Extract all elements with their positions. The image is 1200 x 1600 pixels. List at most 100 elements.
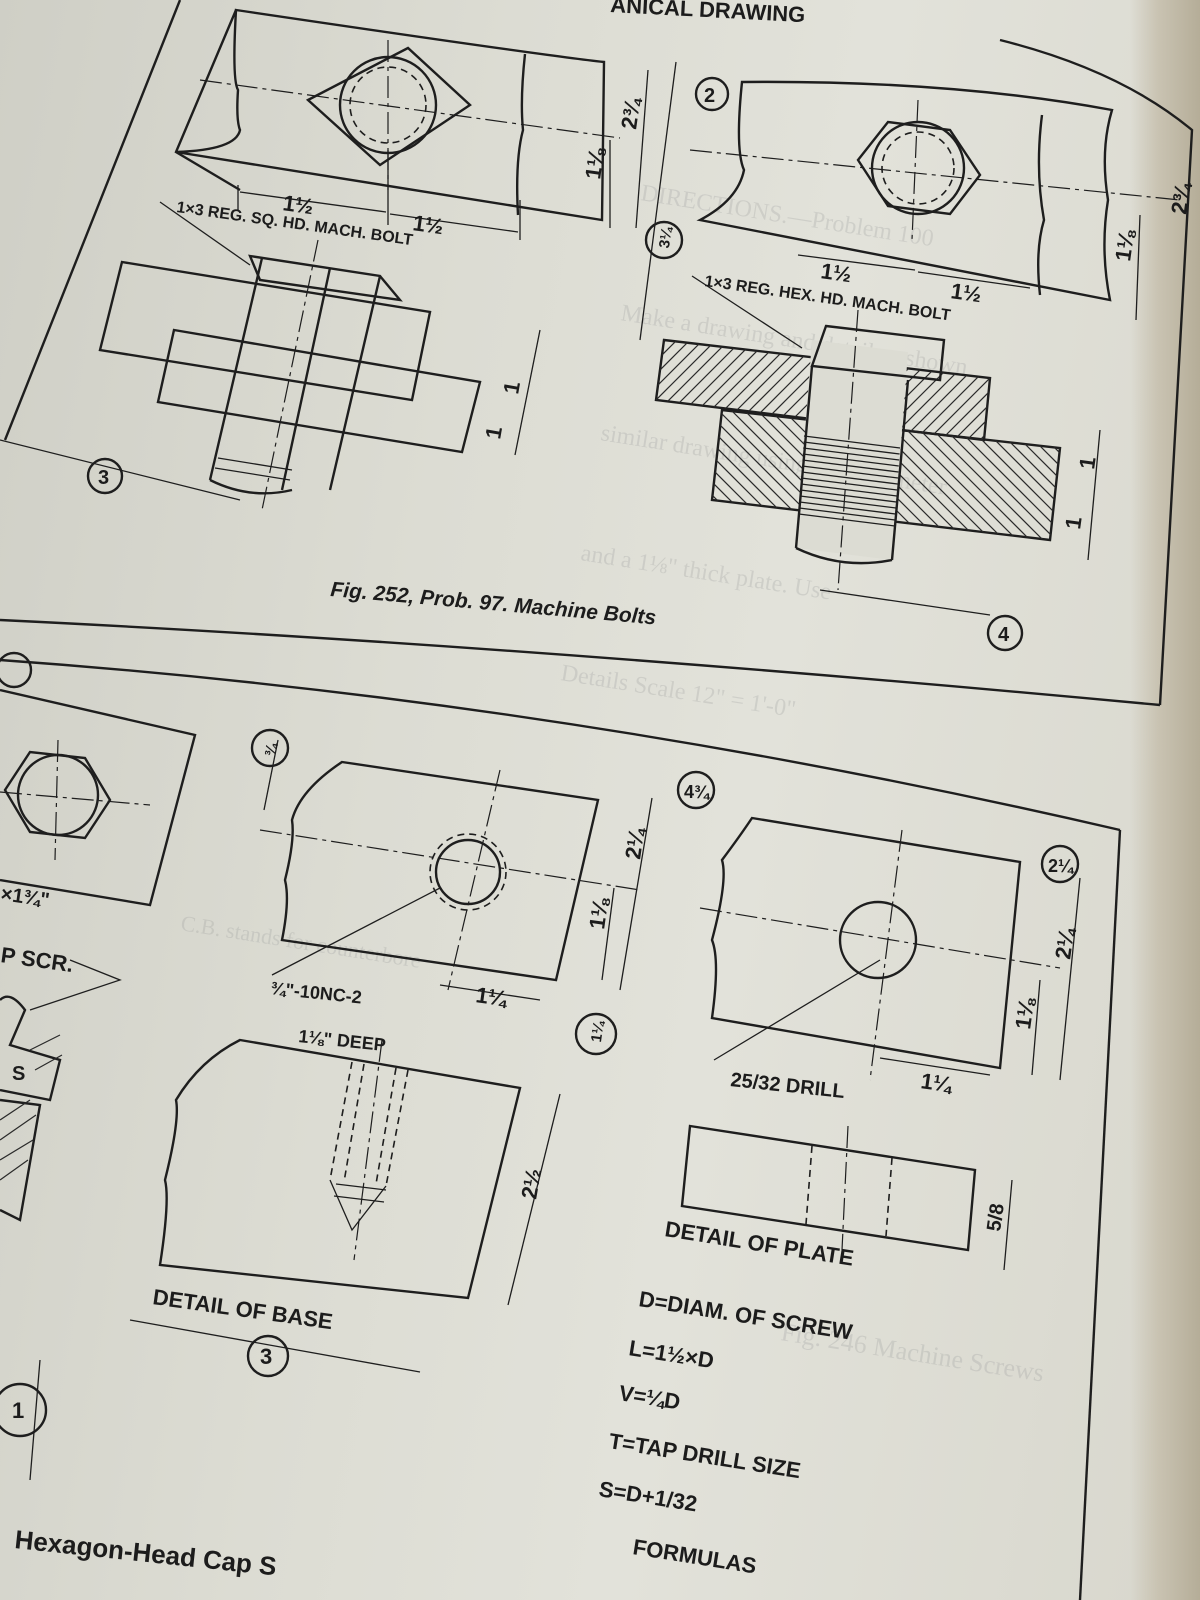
hatch-line <box>1137 400 1200 550</box>
balloon-2: 2 <box>694 76 730 112</box>
hatch-line <box>930 340 990 440</box>
hatch-line <box>656 340 714 440</box>
upper-plate <box>98 260 432 402</box>
square-bolt-side-view: 1 1 <box>0 239 541 511</box>
hatch-line <box>712 410 716 540</box>
hatch-line <box>1085 400 1200 550</box>
hatch-line <box>956 340 990 440</box>
detail-title: DETAIL OF PLATE <box>663 1216 855 1271</box>
dim-label: 1 <box>480 424 507 440</box>
square-head-outline <box>305 46 472 167</box>
hatch-line <box>1191 330 1200 450</box>
hatch-line <box>1124 400 1200 550</box>
hatch-line <box>1100 330 1200 450</box>
dim-label: 1 <box>498 379 525 395</box>
thread-line <box>801 471 898 485</box>
hex-bolt-top-view: 1½ 1½ 1⅛ 2¾ <box>689 80 1195 321</box>
detail-title: DETAIL OF BASE <box>151 1284 334 1334</box>
hatch-line <box>1087 330 1200 450</box>
hatch-line <box>1111 400 1200 550</box>
dim-label: 1⅛ <box>580 145 609 180</box>
frame-right-edge <box>1078 829 1122 1600</box>
thread-line <box>803 447 900 461</box>
plate-edge-outline <box>680 1124 977 1252</box>
svg-text:3¼: 3¼ <box>656 225 676 249</box>
hex-head-cap-screw-left-view: ×1¾" P SCR. S 1 Hexagon-Head Cap S <box>0 651 278 1581</box>
hex-bolt-section-view: 1 1 <box>526 309 1200 616</box>
hatch-line <box>943 340 990 440</box>
formula-line: L=1½×D <box>627 1335 715 1373</box>
running-head: ANICAL DRAWING <box>610 0 806 27</box>
tap-hole <box>434 838 502 906</box>
formula-line: V=¼D <box>617 1380 682 1414</box>
dim-label: 1¼ <box>474 982 509 1011</box>
balloon-label: 4¾ <box>684 782 711 802</box>
base-plan-outline <box>280 760 600 982</box>
hatch-line <box>1098 400 1200 550</box>
dim-label: 1½ <box>819 258 853 287</box>
hex-bolt-head <box>810 324 946 382</box>
figure-caption: Fig. 252, Prob. 97. Machine Bolts <box>330 578 658 629</box>
hatch-line <box>552 400 702 550</box>
hatch-line <box>1189 400 1200 550</box>
hatch-line <box>917 340 990 440</box>
lower-plate-section <box>710 408 1062 542</box>
plate-plan-outline <box>710 816 1022 1070</box>
thread-line <box>798 513 895 527</box>
thread-line <box>801 465 899 479</box>
dim-label: 1½ <box>281 190 315 219</box>
thread-line <box>800 489 897 503</box>
hatch-line <box>656 340 701 440</box>
balloon-3-1-4: 3¼ <box>644 220 684 260</box>
dim-label: 2¾ <box>1166 180 1195 215</box>
dim-label: 1⅛ <box>1110 227 1139 262</box>
dim-label: 2½ <box>516 1166 546 1200</box>
base-elevation-outline <box>158 1038 522 1300</box>
hatch-line <box>712 410 729 540</box>
formula-line: T=TAP DRILL SIZE <box>607 1428 802 1483</box>
frame-right-edge <box>999 38 1194 706</box>
dim-label: 1¼ <box>919 1068 954 1097</box>
hatch-line <box>526 400 676 550</box>
hatch-line <box>656 340 740 440</box>
balloon-3: 3 <box>86 457 124 495</box>
hatch-line <box>891 340 990 440</box>
hatch-line <box>1061 330 1181 450</box>
thread-line <box>799 507 896 521</box>
svg-text:2: 2 <box>704 85 715 107</box>
frame-bottom-edge <box>0 618 1161 707</box>
square-bolt-top-view: 1½ 1½ 1⅛ 2¾ <box>174 8 677 341</box>
figure-252: 1½ 1½ 1⅛ 2¾ 1×3 REG. SQ. HD. MACH. BOLT … <box>0 0 1200 707</box>
cap-screw-figure: ×1¾" P SCR. S 1 Hexagon-Head Cap S <box>0 651 1122 1600</box>
dim-label: 1½ <box>949 278 983 307</box>
hatch-line <box>1022 330 1142 450</box>
svg-text:3: 3 <box>98 467 109 489</box>
tap-depth-callout: 1⅛" DEEP <box>298 1026 387 1055</box>
balloon-label: 2¼ <box>1048 856 1075 876</box>
hatch-line <box>656 340 688 440</box>
formula-line: S=D+1/32 <box>597 1476 699 1516</box>
hatch-line <box>1035 330 1155 450</box>
dim-label: 1⅛ <box>584 895 613 930</box>
plate-edge-view: 5/8 DETAIL OF PLATE <box>663 1124 1013 1271</box>
thread-line <box>799 495 897 509</box>
thread-line <box>803 441 900 455</box>
balloon-bottom-label: 1 <box>12 1398 24 1423</box>
formula-line: D=DIAM. OF SCREW <box>637 1286 854 1344</box>
balloon-label: 1¼ <box>588 1019 608 1043</box>
ghost-line: and a 1⅛" thick plate. Use <box>579 540 833 605</box>
drill-callout: 25/32 DRILL <box>729 1069 845 1103</box>
frame-left-edge <box>3 0 182 441</box>
hatch-line <box>904 340 990 440</box>
lower-plate <box>156 328 482 454</box>
hatch-line <box>1163 400 1200 550</box>
hatch-line <box>996 330 1116 450</box>
hatch-line <box>1009 330 1129 450</box>
dim-label: 1½ <box>411 210 445 239</box>
balloon-label: 3 <box>260 1344 272 1369</box>
balloon-label: ¾ <box>262 741 281 757</box>
tap-callout: ¾"-10NC-2 <box>270 978 363 1007</box>
bolt-head <box>248 254 403 302</box>
